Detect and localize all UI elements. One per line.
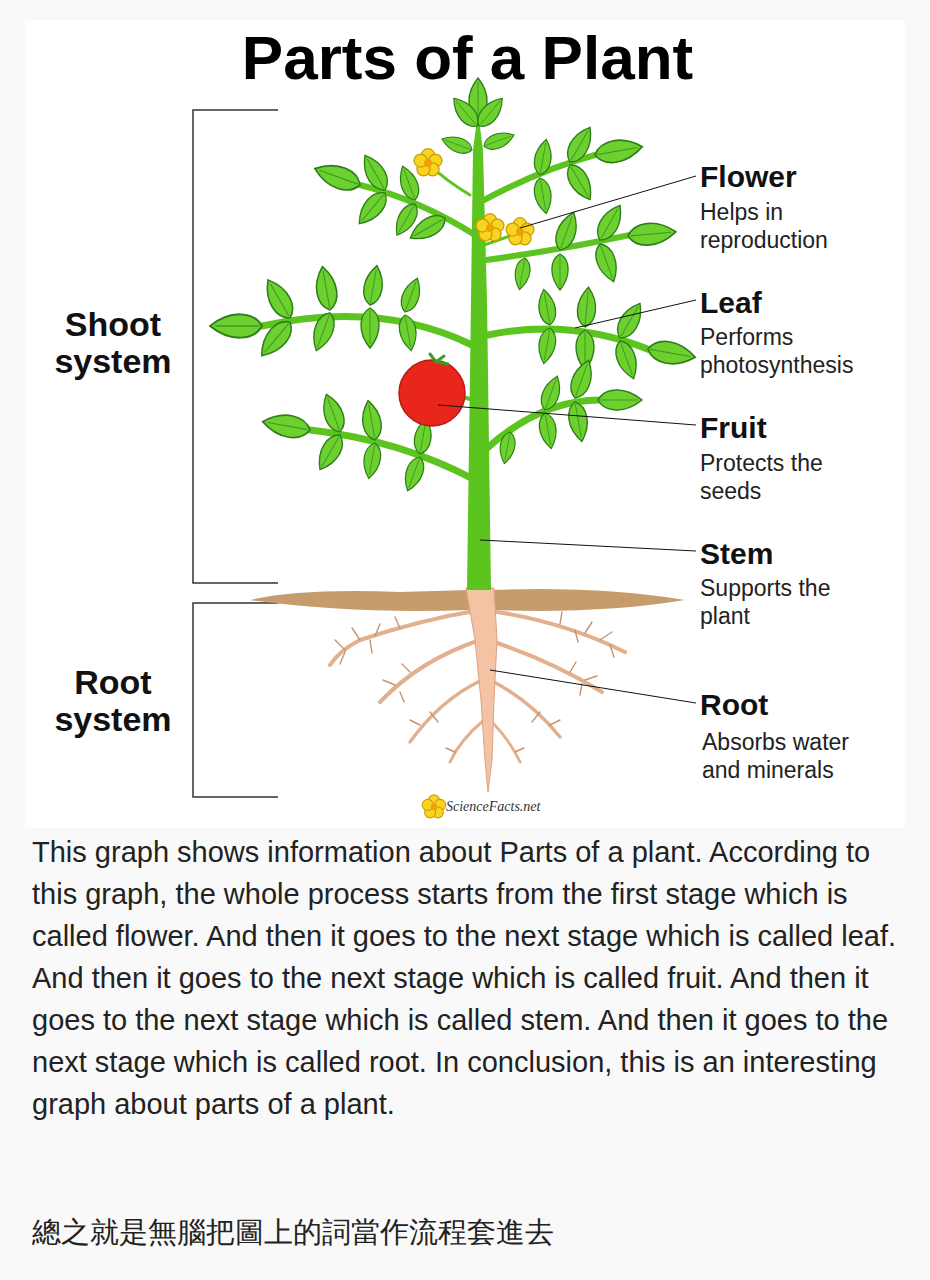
flower-symbol [476,214,504,241]
leader-line [438,405,696,425]
part-description: Protects the seeds [700,449,875,505]
leaflet [612,299,648,343]
part-description: Absorbs water and minerals [702,728,877,784]
part-name: Leaf [700,286,900,320]
leaflet [448,93,484,131]
leaflet [552,254,568,290]
system-label: Shoot system [37,306,189,380]
leaflet [536,327,558,365]
leaflet [439,132,474,156]
part-name: Flower [700,160,900,194]
leaflet [566,400,591,443]
leader-lines [438,176,696,703]
leaves [210,78,697,494]
tomato-fruit [399,360,465,426]
branches [262,155,650,480]
root-hair [560,612,614,657]
watermark: ScienceFacts.net [446,798,586,816]
body-paragraph: This graph shows information about Parts… [32,831,907,1125]
leaflet [593,136,644,166]
leaflet [397,275,425,314]
flower-symbol [506,218,534,245]
leaflet [361,264,386,307]
leaflet [261,411,312,441]
leaflet [536,288,558,326]
leaflet [361,308,379,348]
part-description: Performs photosynthesis [700,323,875,379]
comment-line: 總之就是無腦把圖上的詞當作流程套進去 [32,1211,907,1253]
leaflet [308,310,339,354]
leaflet [473,93,509,131]
leaflet [592,241,623,285]
leaflet [497,431,517,465]
fruit-calyx [430,354,448,364]
lateral-root [490,720,520,762]
leaflet [612,338,643,382]
leaflet [592,201,628,245]
leaflet [400,454,428,493]
leader-line [575,300,696,328]
leaflet [552,209,583,253]
part-name: Fruit [700,411,900,445]
branch [310,430,475,480]
root-bracket [193,603,278,797]
part-name: Stem [700,537,900,571]
leaflet [361,442,383,480]
leaflet [397,314,419,352]
leaflet [357,151,393,195]
root-hair [335,617,400,664]
tap-root [466,588,497,792]
lateral-root [380,640,480,702]
diagram-title: Parts of a Plant [170,20,765,96]
leaflet [562,123,598,167]
system-bracket [193,110,278,797]
leaflet [482,128,517,152]
system-label: Root system [37,664,189,738]
image-panel [25,20,905,828]
leader-line [490,670,696,703]
leader-line [480,540,696,551]
leaflet [512,257,532,291]
leaflet [259,275,298,323]
part-name: Root [700,688,900,722]
leaflet [210,314,262,337]
leaflet [567,357,598,401]
leaflet [406,210,450,246]
leaflet [562,160,598,204]
lateral-root [488,640,602,692]
leaflet [254,316,297,362]
lateral-root [450,720,484,762]
leaflet [359,399,384,442]
leaflet [312,430,348,474]
leader-line [520,176,696,228]
leaflet [532,177,554,215]
leaflet [537,373,565,412]
stem-shape [467,112,491,590]
leaflet [352,187,392,229]
leaflet [627,221,677,247]
watermark-icon [422,795,446,818]
lateral-root [330,610,480,665]
lateral-root [490,680,560,737]
part-description: Supports the plant [700,574,875,630]
part-description: Helps in reproduction [700,198,875,254]
leaflet [311,158,364,195]
flower-symbol [414,149,442,176]
leaflet [313,265,340,312]
leaflet [646,338,697,368]
leaflet [537,412,559,450]
leaflet [532,138,554,176]
leaflet [598,390,642,410]
leaflet [318,391,349,435]
leaflet [576,286,597,327]
